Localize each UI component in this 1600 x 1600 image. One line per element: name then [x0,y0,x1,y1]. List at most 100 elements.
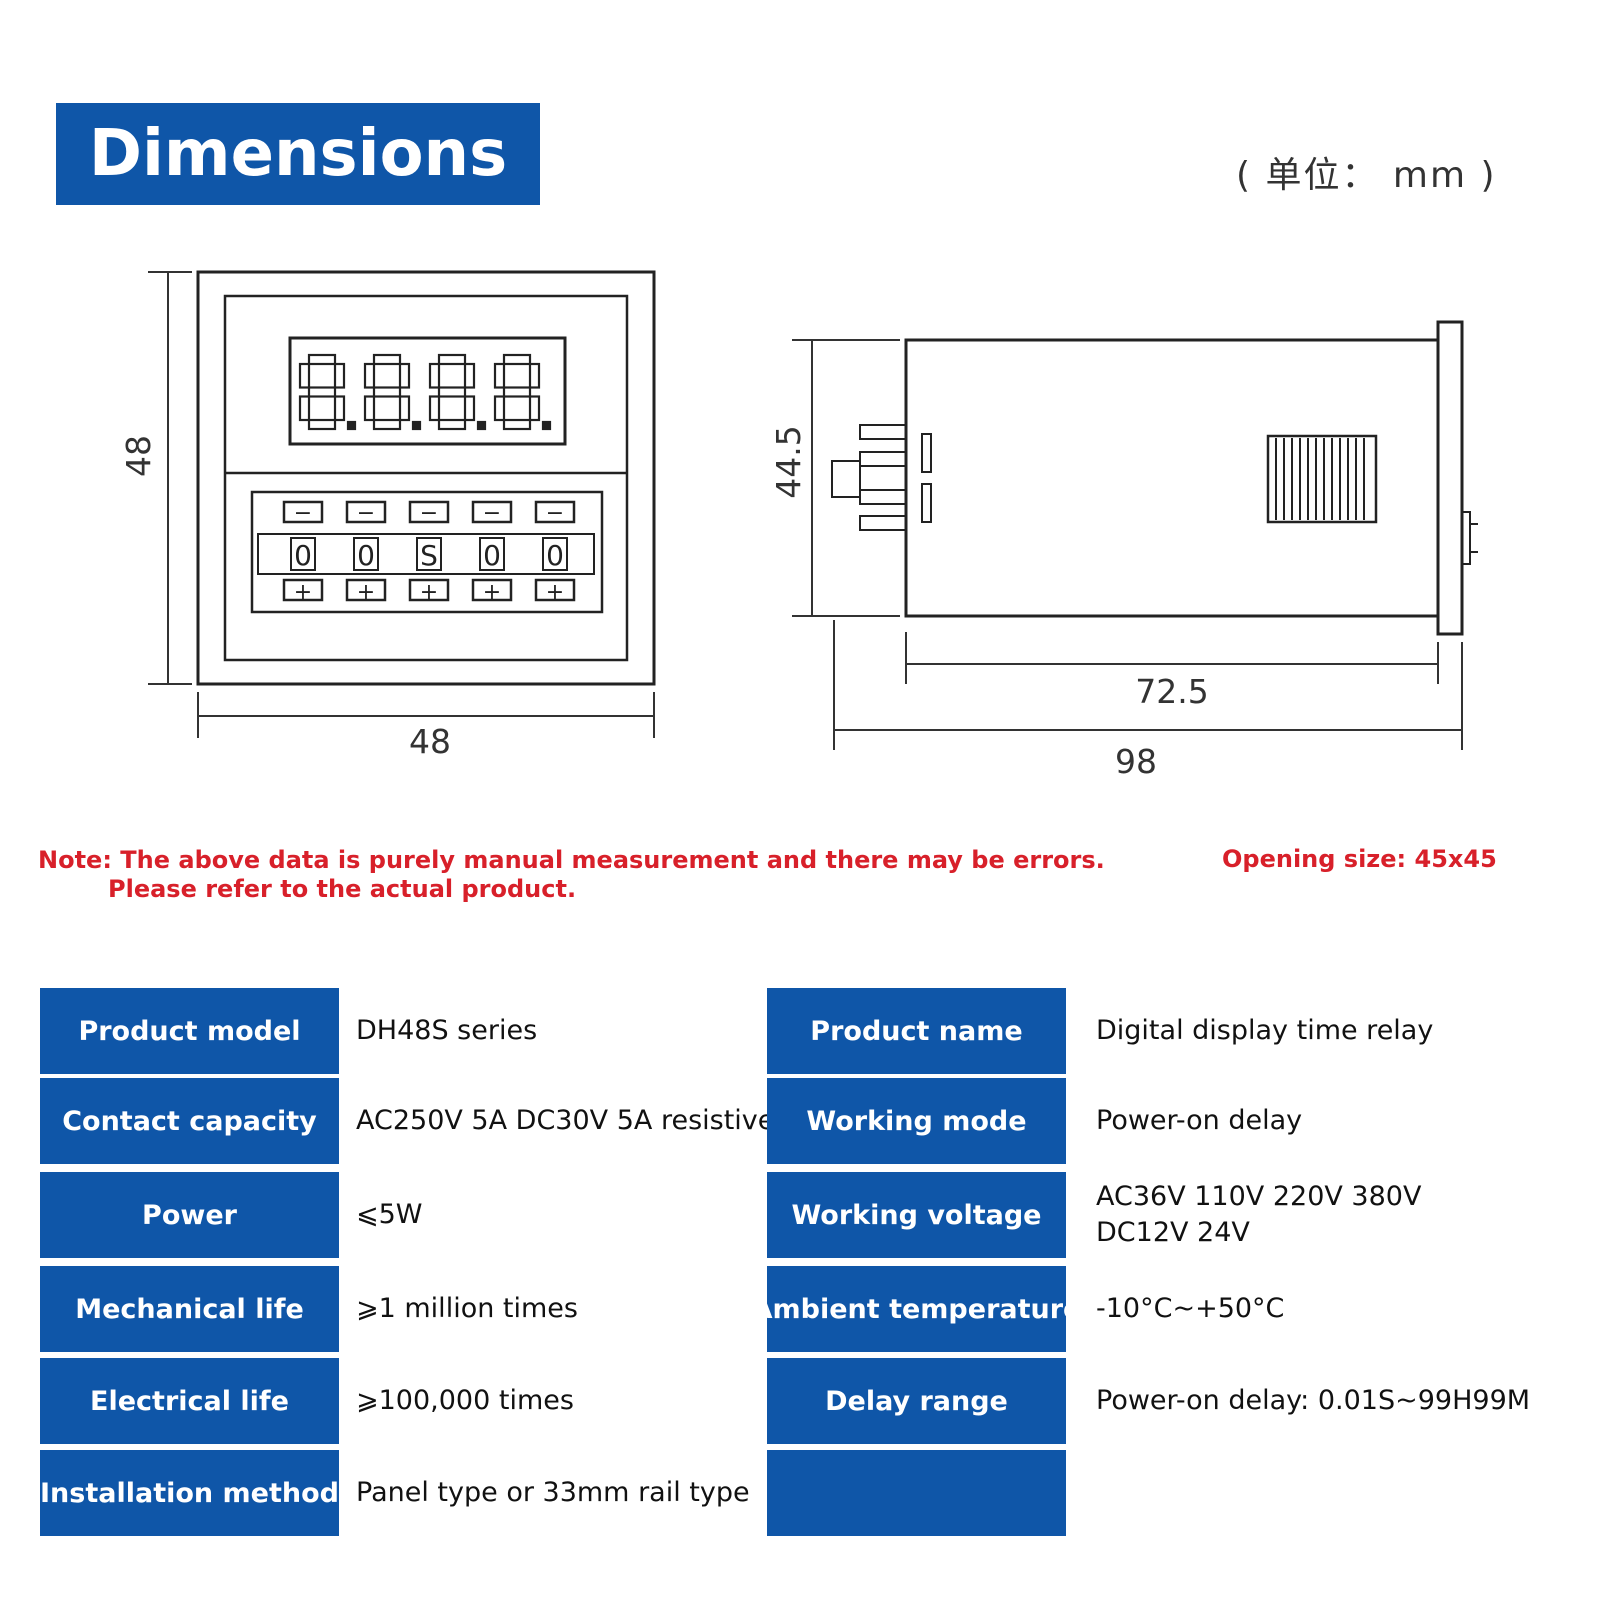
led-digit [363,353,422,431]
svg-text:+: + [546,580,564,605]
dial-minus-button: − [471,500,513,526]
spec-label: Electrical life [40,1358,339,1444]
technical-drawings: − 0 + − 0 + − S + − 0 + − 0 + 48 48 [119,270,1478,781]
side-clip [1461,511,1471,565]
front-dimension-lines [148,271,655,738]
spec-value-line: Power-on delay: 0.01S~99H99M [1096,1385,1531,1416]
spec-label: Power [40,1172,339,1258]
vent-grille [1266,434,1378,524]
spec-value: ⩾100,000 times [356,1358,574,1444]
spec-label: Mechanical life [40,1266,339,1352]
side-front-flange [1436,320,1464,636]
side-slot [921,483,932,523]
dial-digit: 0 [353,537,379,572]
spec-value: ⩾1 million times [356,1266,578,1352]
spec-value-line: Power-on delay [1096,1105,1303,1136]
svg-text:0: 0 [294,539,312,572]
side-dimension-lines [792,339,1463,750]
spec-value: DH48S series [356,988,537,1074]
spec-value-line: AC250V 5A DC30V 5A resistive [356,1105,775,1136]
spec-value: Power-on delay: 0.01S~99H99M [1096,1358,1530,1444]
side-total-length-label: 98 [1115,742,1157,781]
front-height-label: 48 [119,435,158,477]
spec-value-line: -10°C~+50°C [1096,1293,1285,1324]
spec-label: Product model [40,988,339,1074]
dimensions-title: Dimensions [56,103,540,205]
led-display-window [288,336,567,446]
svg-text:−: − [357,501,375,526]
spec-value-line: AC36V 110V 220V 380V [1096,1181,1422,1212]
spec-label: Working voltage [767,1172,1066,1258]
spec-value: Panel type or 33mm rail type [356,1450,750,1536]
dial-digit: 0 [290,537,316,572]
svg-text:0: 0 [357,539,375,572]
front-inner-frame [223,294,629,662]
spec-value-line: Panel type or 33mm rail type [356,1477,750,1508]
spec-value: ⩽5W [356,1172,423,1258]
dial-panel [250,490,604,614]
svg-text:0: 0 [483,539,501,572]
front-bezel-outline [196,270,656,686]
svg-text:−: − [294,501,312,526]
opening-size-note: Opening size: 45x45 [1222,845,1497,873]
dial-strip [257,533,595,575]
dial-plus-button: + [534,578,576,605]
spec-label: Working mode [767,1078,1066,1164]
front-view [196,270,656,686]
led-digit [298,353,357,431]
spec-value-line: ⩾100,000 times [356,1385,574,1416]
svg-text:0: 0 [546,539,564,572]
dial-minus-button: − [408,500,450,526]
led-digits [298,353,552,431]
dial-digit: 0 [479,537,505,572]
dial-plus-button: + [408,578,450,605]
spec-value: AC36V 110V 220V 380V DC12V 24V [1096,1172,1421,1258]
vent-lines [1275,438,1365,520]
side-view [831,320,1478,636]
spec-label: Installation method [40,1450,339,1536]
terminal-pin [859,451,907,467]
front-width-label: 48 [409,722,451,761]
terminal-pin [859,515,907,531]
unit-label: ( 单位： mm ) [1236,155,1497,196]
spec-value-line: ⩾1 million times [356,1293,578,1324]
side-body-length-label: 72.5 [1135,672,1208,711]
spec-value-line: Digital display time relay [1096,1015,1434,1046]
spec-value-line: DC12V 24V [1096,1217,1250,1248]
dial-minus-button: − [534,500,576,526]
dial-digit: S [416,537,442,572]
dial-plus-button: + [282,578,324,605]
measurement-note: Note: The above data is purely manual me… [38,846,1105,874]
measurement-note-line2: Please refer to the actual product. [108,875,577,903]
svg-text:−: − [420,501,438,526]
dial-minus-button: − [345,500,387,526]
dial-plus-button: + [345,578,387,605]
svg-text:+: + [294,580,312,605]
spec-label: Product name [767,988,1066,1074]
svg-text:−: − [546,501,564,526]
spec-label: Contact capacity [40,1078,339,1164]
spec-value-line: ⩽5W [356,1199,423,1230]
spec-value: AC250V 5A DC30V 5A resistive [356,1078,774,1164]
terminal-pin [859,424,907,440]
side-slot [921,433,932,473]
side-body-outline [904,338,1440,618]
dial-digit: 0 [542,537,568,572]
side-height-label: 44.5 [769,425,808,498]
dial-plus-button: + [471,578,513,605]
svg-text:+: + [357,580,375,605]
spec-value: -10°C~+50°C [1096,1266,1284,1352]
svg-text:+: + [483,580,501,605]
svg-text:−: − [483,501,501,526]
spec-value: Digital display time relay [1096,988,1433,1074]
led-digit [493,353,552,431]
spec-value-line: DH48S series [356,1015,538,1046]
spec-label [767,1450,1066,1536]
spec-value: Power-on delay [1096,1078,1302,1164]
spec-label: Delay range [767,1358,1066,1444]
dial-buttons: − 0 + − 0 + − S + − 0 + − 0 + [282,500,576,605]
svg-text:+: + [420,580,438,605]
spec-label: Ambient temperature [752,1266,1081,1352]
terminal-block [831,460,861,498]
svg-text:S: S [420,539,438,572]
